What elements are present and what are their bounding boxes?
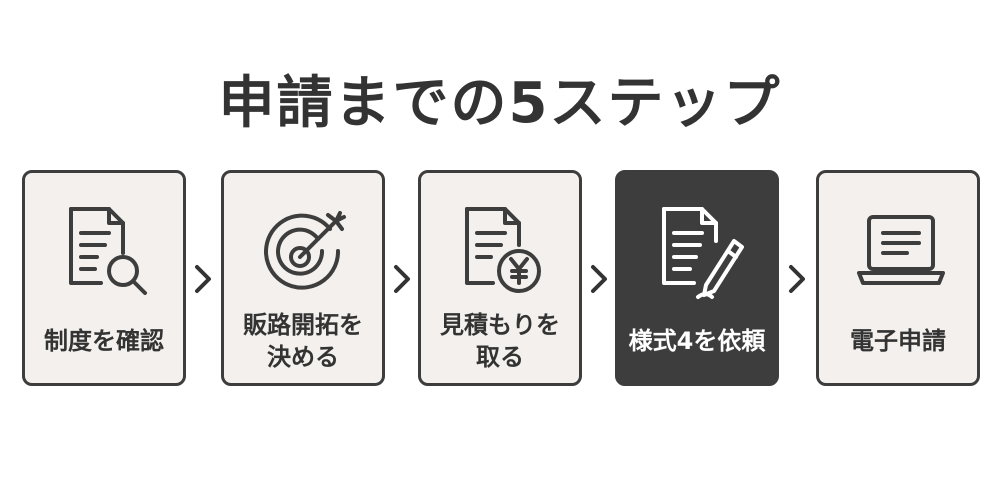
- step-2-label: 販路開拓を 決める: [243, 311, 363, 371]
- step-1-label: 制度を確認: [44, 327, 164, 355]
- chevron-right-icon: [192, 262, 214, 296]
- document-search-icon: [57, 201, 157, 301]
- step-4-label: 様式4を依頼: [628, 327, 766, 355]
- step-3-card: 見積もりを 取る: [418, 170, 582, 386]
- chevron-right-icon: [588, 262, 610, 296]
- target-arrow-icon: [256, 201, 356, 301]
- page-title: 申請までの5ステップ: [218, 71, 782, 136]
- chevron-right-icon: [391, 262, 413, 296]
- step-4-card-active: 様式4を依頼: [615, 170, 779, 386]
- step-2-card: 販路開拓を 決める: [221, 170, 385, 386]
- document-yen-icon: [453, 201, 553, 301]
- step-5-card: 電子申請: [816, 170, 980, 386]
- step-3-label: 見積もりを 取る: [440, 311, 560, 371]
- step-5-label: 電子申請: [850, 327, 946, 355]
- document-pen-icon: [650, 201, 750, 301]
- steps-flow: 制度を確認 販路開拓を 決める: [22, 170, 982, 388]
- laptop-icon: [851, 201, 951, 301]
- chevron-right-icon: [786, 262, 808, 296]
- step-1-card: 制度を確認: [22, 170, 186, 386]
